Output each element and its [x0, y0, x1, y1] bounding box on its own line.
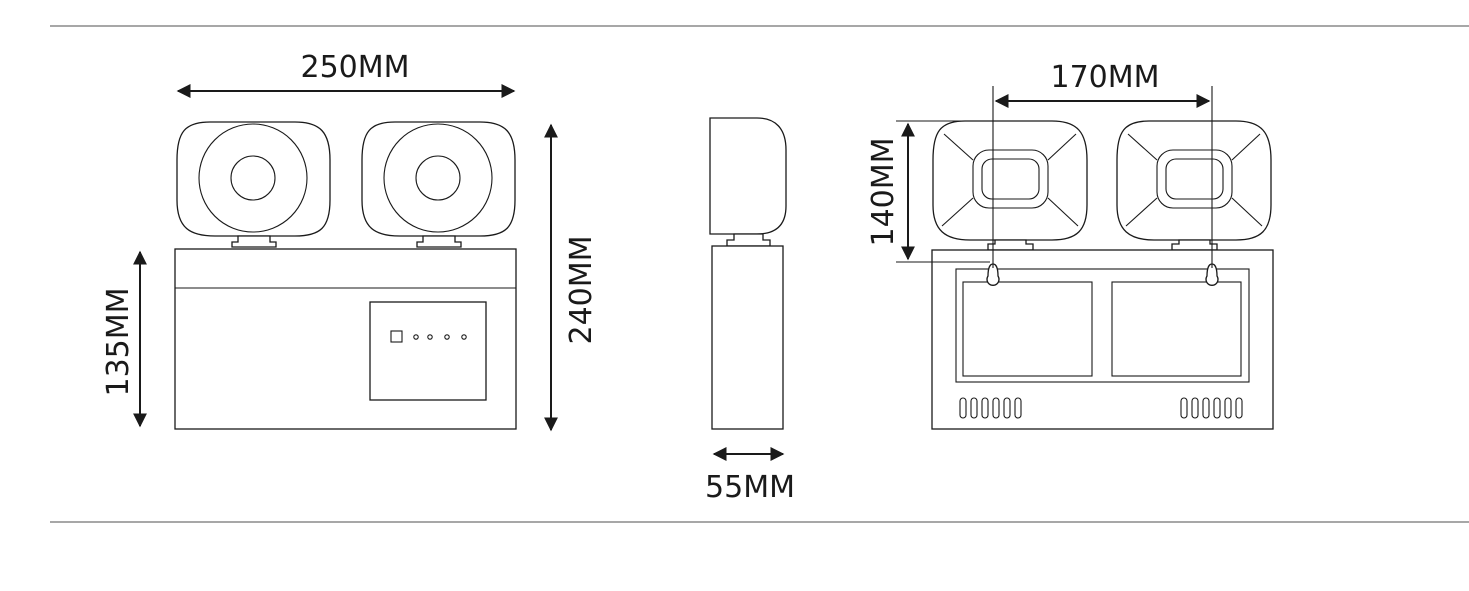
indicator-led: [444, 334, 450, 340]
keyhole-mount-left: [986, 263, 1000, 286]
side-lamp-head: [709, 117, 787, 235]
width-dimension-label: 250MM: [300, 50, 409, 85]
rear-view: 170MM 140MM: [866, 60, 1274, 430]
rear-lamp-head-right: [1116, 120, 1272, 251]
keyhole-mount-right: [1205, 263, 1219, 286]
control-panel: [369, 301, 487, 401]
rear-inner-frame: [955, 268, 1250, 383]
vent-slots-right: [1180, 397, 1243, 419]
mount-spacing-dimension-label: 170MM: [1050, 60, 1159, 95]
side-view: 55MM: [705, 117, 795, 505]
body-height-dimension-label: 135MM: [101, 287, 136, 396]
total-height-dimension-label: 240MM: [564, 235, 599, 344]
vent-slots-left: [959, 397, 1022, 419]
side-body: [711, 245, 784, 430]
rear-battery-panel-right: [1111, 281, 1242, 377]
rear-lamp-head-left: [932, 120, 1088, 251]
front-lamp-head-right: [361, 121, 516, 248]
front-view: 250MM 135MM 240MM: [101, 50, 599, 432]
test-button: [390, 330, 403, 343]
depth-dimension-label: 55MM: [705, 470, 795, 505]
side-lamp-bracket: [726, 233, 771, 247]
lamp-height-dimension-label: 140MM: [866, 137, 901, 246]
rear-body: [931, 249, 1274, 430]
front-lamp-head-left: [176, 121, 331, 248]
indicator-led: [461, 334, 467, 340]
rear-battery-panel-left: [962, 281, 1093, 377]
indicator-led: [427, 334, 433, 340]
indicator-led: [413, 334, 419, 340]
